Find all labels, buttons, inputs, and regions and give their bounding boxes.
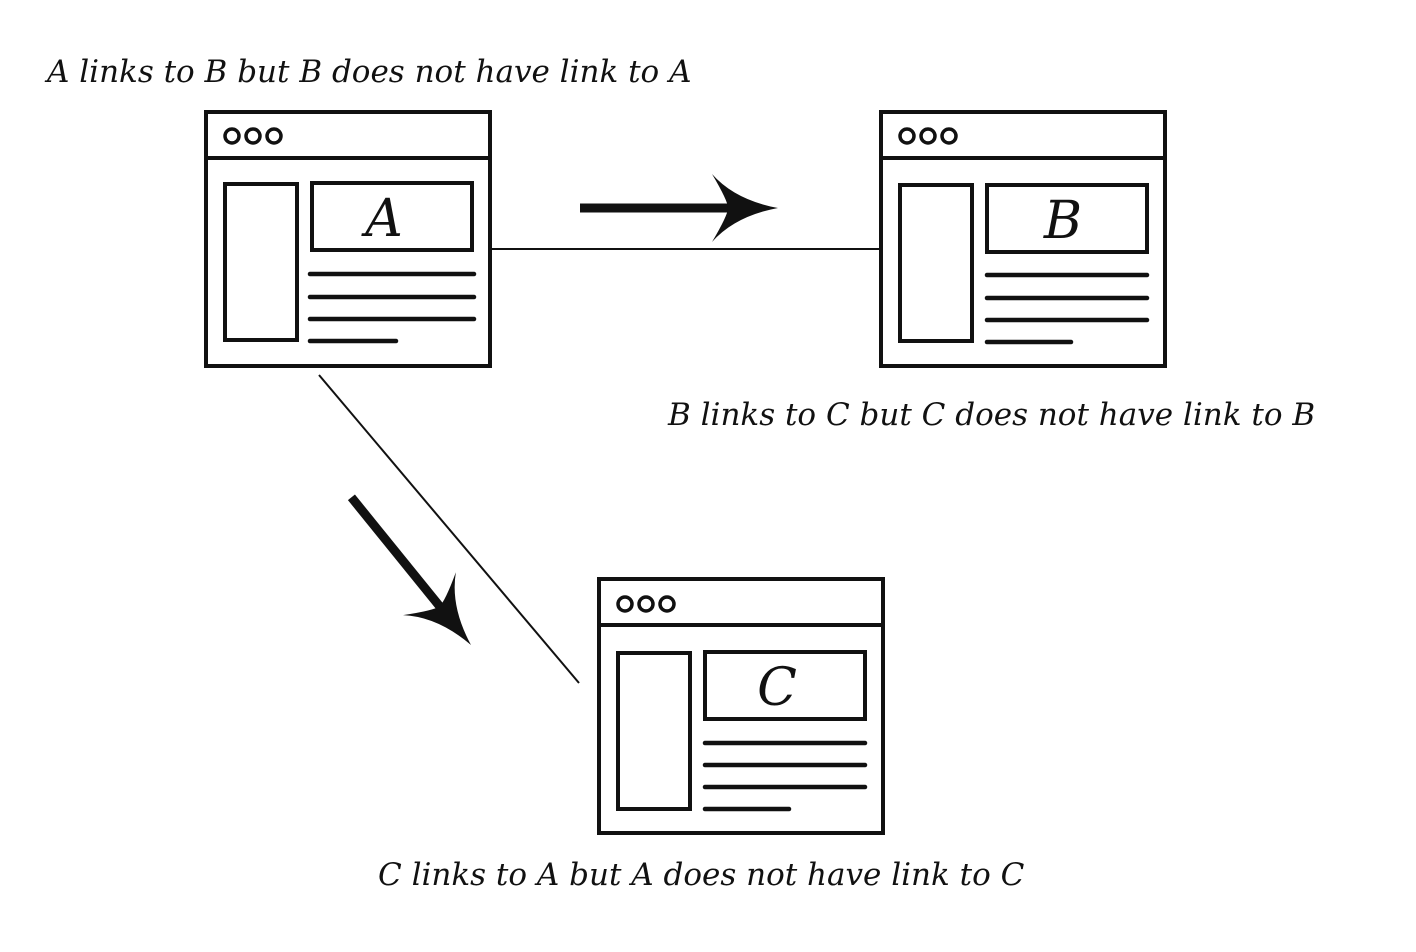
window-sidebar [616, 651, 692, 811]
browser-window-c: C [597, 577, 885, 835]
window-dots-icon [616, 595, 676, 613]
arrow-icon-a-to-b [580, 174, 778, 242]
caption-b: B links to C but C does not have link to… [668, 397, 1316, 433]
connector-a-to-c [318, 374, 580, 684]
caption-c: C links to A but A does not have link to… [378, 857, 1025, 893]
window-label-b: B [1043, 191, 1082, 251]
window-sidebar [898, 183, 974, 343]
window-dots-icon [223, 127, 283, 145]
text-lines-icon [307, 271, 477, 344]
window-header-box [310, 181, 474, 252]
arrow-icon-a-to-c [347, 494, 471, 645]
window-sidebar [223, 182, 299, 342]
window-header-box [985, 183, 1149, 254]
caption-a: A links to B but B does not have link to… [47, 54, 692, 90]
text-lines-icon [984, 272, 1150, 345]
window-label-a: A [361, 189, 403, 249]
window-header-box [703, 650, 867, 721]
browser-window-a: A [204, 110, 492, 368]
text-lines-icon [702, 740, 868, 812]
window-dots-icon [898, 127, 958, 145]
browser-window-b: B [879, 110, 1167, 368]
window-label-c: C [757, 658, 797, 718]
